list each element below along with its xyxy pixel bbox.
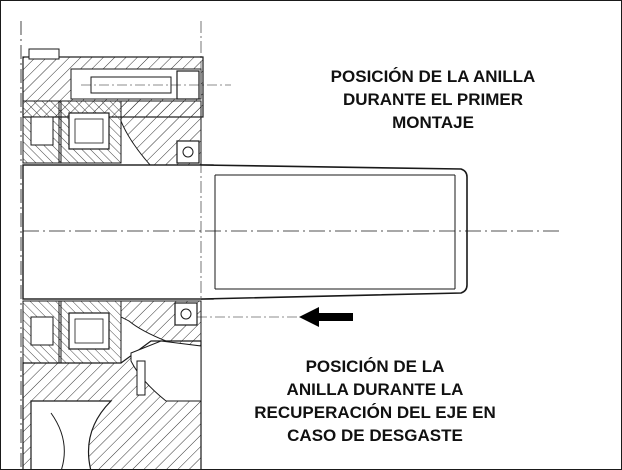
upper-bearing-right [58,100,122,164]
shaft [22,164,561,300]
housing-bottom [22,340,202,469]
upper-seal-area [120,100,202,167]
lower-seal-area [120,300,301,342]
label-wear-recovery: POSICIÓN DE LA ANILLA DURANTE LA RECUPER… [254,357,496,445]
upper-bearing-left [22,100,62,164]
label-first-assembly: POSICIÓN DE LA ANILLA DURANTE EL PRIMER … [330,67,536,132]
arrow-left-icon [299,307,353,327]
lower-bearing-left [22,300,62,364]
lower-bearing-right [58,300,122,364]
